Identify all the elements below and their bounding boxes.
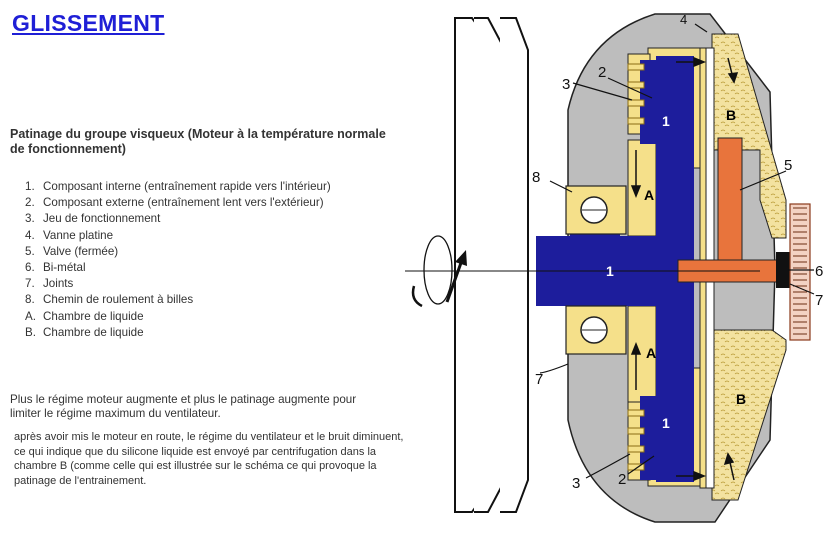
paragraph-startup-explanation: après avoir mis le moteur en route, le r…	[14, 431, 404, 487]
seal	[776, 252, 790, 288]
legend-text: Jeu de fonctionnement	[43, 212, 161, 226]
flow-arrows	[630, 56, 739, 482]
callout-1-top: 1	[662, 113, 670, 129]
legend-item: B. Chambre de liquide	[25, 325, 343, 341]
callout-b-top: B	[726, 107, 736, 123]
ball-bearing-top	[565, 185, 627, 235]
legend-marker: 2.	[25, 196, 35, 210]
callout-a-bottom: A	[646, 345, 656, 361]
callout-6: 6	[815, 263, 823, 280]
ball-bearing-bottom	[565, 305, 627, 355]
legend-marker: A.	[25, 309, 36, 323]
legend-text: Chambre de liquide	[43, 325, 144, 339]
legend-item: 3. Jeu de fonctionnement	[25, 211, 343, 227]
bimetal	[789, 203, 811, 341]
section-heading: Patinage du groupe visqueux (Moteur à la…	[10, 127, 386, 156]
legend-item: A. Chambre de liquide	[25, 309, 343, 325]
callout-1-bottom: 1	[662, 415, 670, 431]
rotation-arrow-icon	[411, 235, 467, 308]
legend-item: 1. Composant interne (entraînement rapide…	[25, 179, 343, 195]
working-gap-fins-top	[627, 63, 645, 125]
legend-item: 7. Joints	[25, 276, 343, 292]
legend-text: Valve (fermée)	[43, 244, 119, 258]
legend-marker: 1.	[25, 180, 35, 193]
paragraph-slip-increase: Plus le régime moteur augmente et plus l…	[10, 393, 357, 420]
legend-list: 1. Composant interne (entraînement rapide…	[25, 179, 343, 341]
callout-7-right: 7	[815, 292, 823, 309]
legend-text: Composant interne (entraînement rapide v…	[43, 180, 331, 193]
legend-text: Chambre de liquide	[43, 309, 144, 323]
callout-3-top: 3	[562, 76, 570, 93]
page-title: GLISSEMENT	[12, 10, 165, 36]
legend-marker: 4.	[25, 228, 35, 242]
callout-2-top: 2	[598, 64, 606, 81]
legend-marker: 6.	[25, 261, 35, 275]
callout-1-shaft: 1	[606, 263, 614, 279]
callout-8: 8	[532, 169, 540, 186]
legend-text: Composant externe (entraînement lent ver…	[43, 196, 324, 210]
callout-2-bottom: 2	[618, 471, 626, 488]
pulley	[454, 17, 529, 513]
legend-text: Joints	[43, 277, 74, 291]
callout-4: 4	[680, 12, 687, 27]
legend-text: Vanne platine	[43, 228, 114, 242]
legend-item: 2. Composant externe (entraînement lent v…	[25, 195, 343, 211]
legend-marker: 8.	[25, 293, 35, 307]
legend-marker: 7.	[25, 277, 35, 291]
working-gap-fins-bottom	[627, 409, 645, 471]
legend-text: Bi-métal	[43, 261, 86, 275]
fluid-chamber-b-lower	[711, 329, 787, 501]
leader-lines	[539, 23, 815, 479]
callout-7-bottom: 7	[535, 371, 543, 388]
legend-marker: 3.	[25, 212, 35, 226]
legend-marker: 5.	[25, 244, 35, 258]
legend-item: 5. Valve (fermée)	[25, 244, 343, 260]
legend-item: 8. Chemin de roulement à billes	[25, 292, 343, 308]
callout-5: 5	[784, 157, 792, 174]
callout-a-top: A	[644, 187, 654, 203]
callout-3-bottom: 3	[572, 475, 580, 492]
callout-b-bottom: B	[736, 391, 746, 407]
legend-item: 6. Bi-métal	[25, 260, 343, 276]
legend-marker: B.	[25, 325, 36, 339]
legend-text: Chemin de roulement à billes	[43, 293, 194, 307]
legend-item: 4. Vanne platine	[25, 228, 343, 244]
